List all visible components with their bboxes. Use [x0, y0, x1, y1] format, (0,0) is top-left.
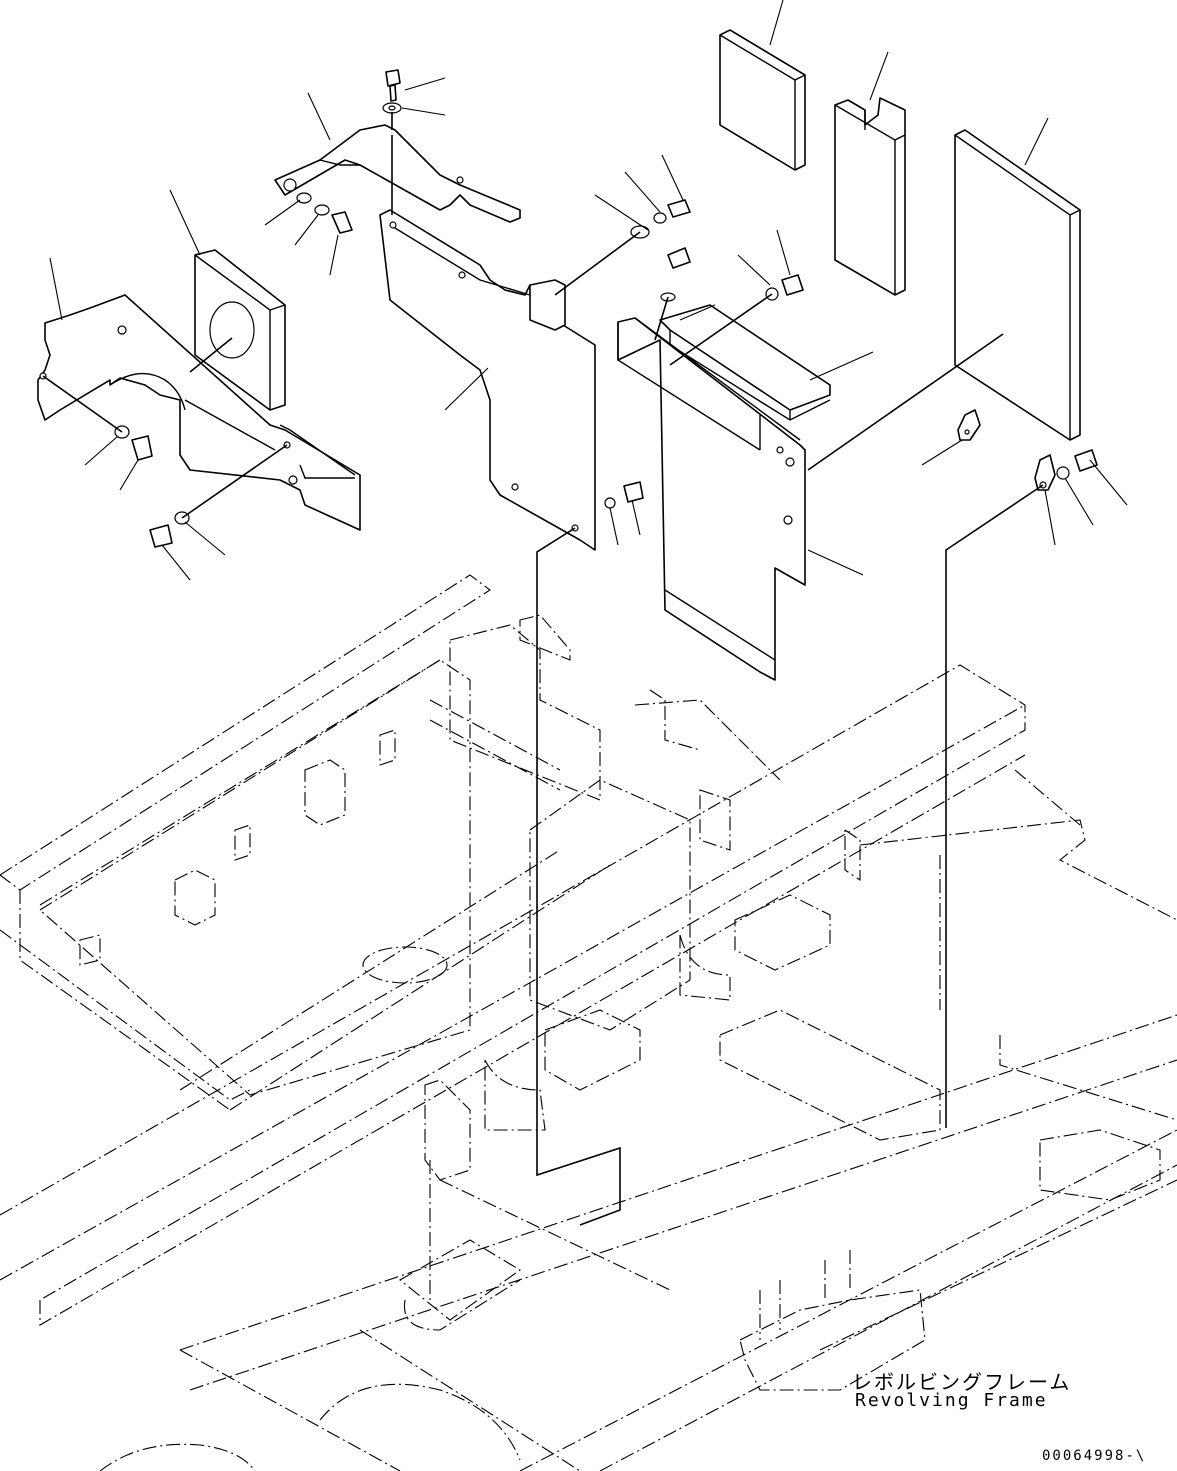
- fasteners: [114, 69, 1098, 548]
- center-duct-panel: [379, 209, 596, 551]
- leader-lines: [49, 0, 1128, 581]
- seal-block-left: [194, 249, 286, 411]
- top-bracket: [274, 124, 521, 223]
- right-cover-panel: [617, 317, 806, 681]
- frame-label-english: Revolving Frame: [855, 1390, 1048, 1411]
- left-cover-plate: [37, 294, 361, 531]
- clip-right: [1034, 454, 1056, 491]
- frame-label-japanese: レボルビングフレーム: [852, 1370, 1072, 1394]
- seal-pad-small: [719, 29, 806, 171]
- seal-pad-large: [954, 129, 1081, 441]
- drawing-number: 00064998-\: [1042, 1448, 1147, 1464]
- seal-pad-notched: [834, 97, 906, 296]
- assembly-lines: [42, 112, 1044, 1226]
- clip-center: [957, 409, 981, 441]
- insulation-pad-center: [659, 304, 831, 421]
- revolving-frame: [0, 574, 1177, 1471]
